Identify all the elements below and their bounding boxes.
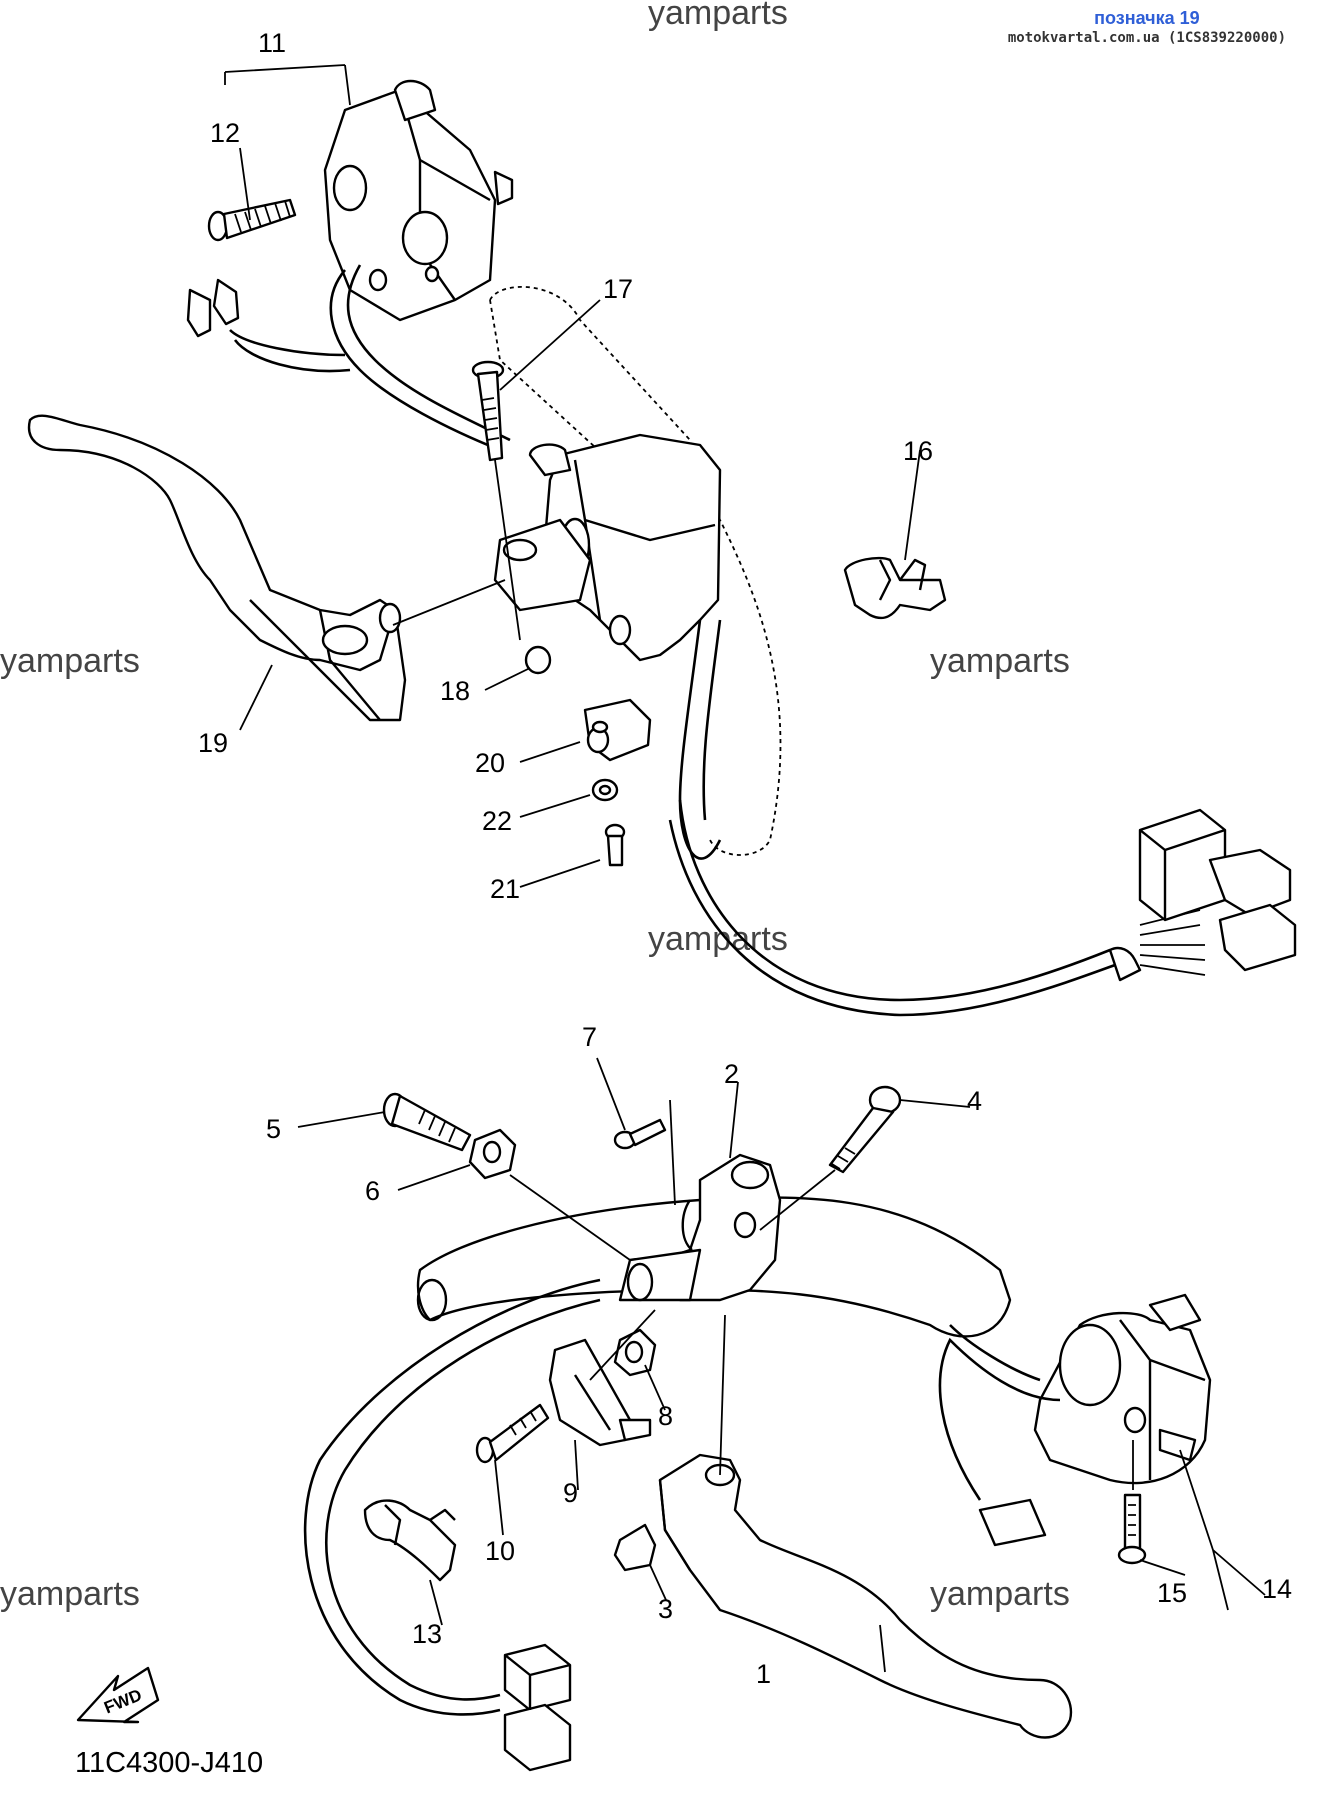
callout-20: 20	[475, 748, 505, 778]
fwd-arrow-icon: FWD	[76, 1666, 160, 1724]
switch-housing-left	[323, 79, 514, 322]
callout-3: 3	[658, 1594, 673, 1624]
bolt-4	[759, 1085, 902, 1231]
callout-numbers: 1 2 3 4 5 6 7 8 9 10 11 12 13 14 15 16 1…	[198, 28, 1292, 1689]
cable-clamp-13	[363, 1499, 457, 1582]
coupler-upper	[1108, 808, 1297, 982]
callout-6: 6	[365, 1176, 380, 1206]
clutch-lever	[658, 1314, 1073, 1739]
callout-18: 18	[440, 676, 470, 706]
lower-assembly: FWD	[76, 1057, 1266, 1772]
watermark-left-upper: yamparts	[0, 642, 140, 680]
callout-11: 11	[258, 28, 286, 58]
diagram-code: 11C4300-J410	[75, 1747, 263, 1779]
callout-10: 10	[485, 1536, 515, 1566]
screw-7	[613, 1099, 676, 1206]
callout-15: 15	[1157, 1578, 1187, 1608]
bolt-17	[471, 360, 521, 641]
watermark-center: yamparts	[648, 920, 788, 958]
upper-assembly	[27, 64, 1297, 1017]
watermark-top: yamparts	[648, 0, 788, 32]
coupler-lower	[503, 1643, 572, 1772]
lever-bracket-2	[618, 1153, 782, 1302]
callout-9: 9	[563, 1478, 578, 1508]
brake-switch-9	[548, 1309, 656, 1447]
master-cylinder	[493, 433, 722, 662]
nut-18	[524, 645, 552, 675]
screw-10	[475, 1403, 550, 1464]
source-site: motokvartal.com.ua (1CS839220000)	[1007, 30, 1286, 46]
brake-lever	[27, 414, 506, 722]
brake-switch-20	[583, 698, 652, 762]
watermark-left-lower: yamparts	[0, 1575, 140, 1613]
callout-19: 19	[198, 728, 228, 758]
nut-6	[468, 1128, 631, 1261]
screw-21	[604, 823, 626, 867]
cable-clamp-16	[843, 556, 947, 620]
callout-1: 1	[756, 1659, 771, 1689]
watermark-right-upper: yamparts	[930, 642, 1070, 680]
callout-4: 4	[967, 1086, 982, 1116]
callout-17: 17	[603, 274, 633, 304]
watermark-right-lower: yamparts	[930, 1575, 1070, 1613]
callout-2: 2	[724, 1059, 739, 1089]
callout-7: 7	[582, 1022, 597, 1052]
callout-21: 21	[490, 874, 520, 904]
callout-13: 13	[412, 1619, 442, 1649]
callout-12: 12	[210, 118, 240, 148]
label-badge: позначка 19	[1094, 8, 1200, 28]
collar-3	[613, 1523, 657, 1572]
callout-5: 5	[266, 1114, 281, 1144]
page-header: позначка 19 motokvartal.com.ua (1CS83922…	[1008, 8, 1286, 46]
callout-16: 16	[903, 436, 933, 466]
screw-12	[207, 198, 297, 242]
callout-8: 8	[658, 1401, 673, 1431]
callout-22: 22	[482, 806, 512, 836]
bolt-5	[382, 1092, 472, 1152]
callout-14: 14	[1262, 1574, 1292, 1604]
screw-15	[1117, 1440, 1147, 1565]
switch-housing-right	[1033, 1293, 1212, 1485]
